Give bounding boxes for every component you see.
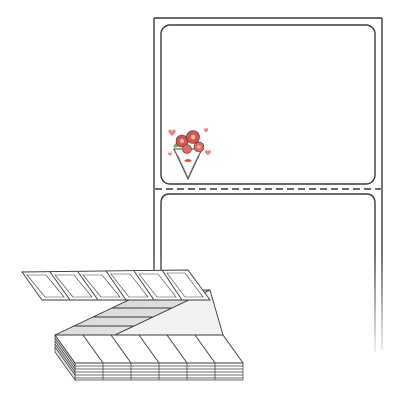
bottom-label [160, 193, 376, 352]
rising-fold [54, 289, 224, 336]
fanfold-stack-illustration [21, 269, 244, 382]
flower-bouquet-with-hearts-icon [167, 128, 211, 181]
top-label [160, 24, 376, 185]
stack-top-labels [54, 334, 244, 364]
upper-fold-labels [21, 269, 211, 301]
